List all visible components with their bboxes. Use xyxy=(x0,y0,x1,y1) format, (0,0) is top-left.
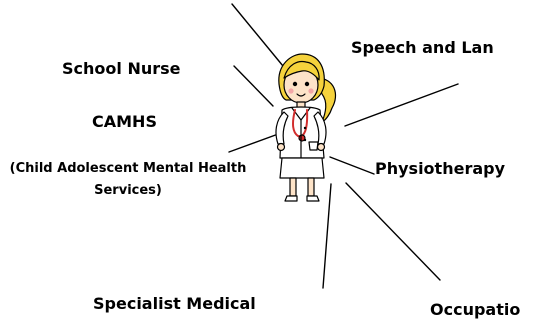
school-nurse-label: School Nurse xyxy=(62,59,181,78)
physiotherapy-label: Physiotherapy xyxy=(375,159,506,178)
connector-speech xyxy=(344,83,459,127)
connector-camhs xyxy=(228,132,282,153)
speech-language-label: Speech and Lan xyxy=(351,38,494,57)
camhs-full-name-label: (Child Adolescent Mental Health Services… xyxy=(9,161,247,198)
specialist-medical-label: Specialist Medical xyxy=(93,294,256,313)
connector-school-nurse xyxy=(233,65,274,107)
connector-occupational xyxy=(345,182,441,281)
camhs-label: CAMHS xyxy=(92,112,157,131)
connector-top xyxy=(231,3,284,67)
connector-physiotherapy xyxy=(329,156,375,175)
nurse-figure-icon xyxy=(275,53,337,202)
occupational-label: Occupatio xyxy=(430,300,521,319)
connector-specialist xyxy=(322,183,332,289)
